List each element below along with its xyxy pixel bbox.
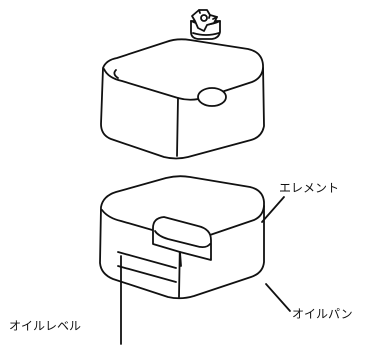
leader-oil-pan — [265, 283, 291, 312]
air-cleaner-cover — [100, 38, 265, 160]
wing-nut — [190, 9, 221, 40]
label-element: エレメント — [279, 181, 339, 195]
air-cleaner-element — [152, 216, 212, 267]
label-oil-level: オイルレベル — [9, 319, 81, 333]
label-oil-pan: オイルパン — [292, 307, 353, 321]
leader-element — [261, 196, 285, 223]
leader-lines — [120, 196, 291, 345]
